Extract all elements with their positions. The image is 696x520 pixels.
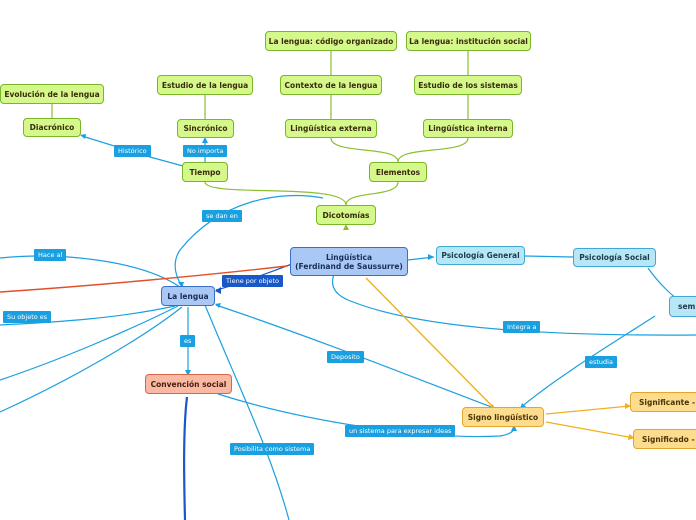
- node-sublabel: (Ferdinand de Saussurre): [295, 261, 403, 271]
- link-signo-significante: [545, 405, 631, 415]
- link-social-semio: [647, 267, 677, 299]
- node-label: Evolución de la lengua: [4, 89, 100, 99]
- label-sistema-ideas[interactable]: un sistema para expresar ideas: [345, 425, 456, 437]
- node-significado[interactable]: Significado - c: [633, 429, 696, 449]
- node-tiempo[interactable]: Tiempo: [182, 162, 228, 182]
- label-posibilita[interactable]: Posibilita como sistema: [230, 443, 315, 455]
- node-linguistica-interna[interactable]: Lingüística interna: [423, 119, 513, 138]
- link-posibilita: [204, 304, 290, 520]
- arrowhead: [215, 303, 221, 308]
- arrowhead: [511, 425, 517, 431]
- label-tiene-por-objeto[interactable]: Tiene por objeto: [222, 275, 284, 287]
- link-red: [0, 265, 288, 293]
- node-label: Dicotomías: [322, 210, 370, 220]
- node-estudio-sistemas[interactable]: Estudio de los sistemas: [414, 75, 522, 95]
- node-label: Contexto de la lengua: [284, 80, 378, 90]
- arrowhead: [343, 224, 349, 230]
- link-hace-al: [0, 255, 181, 288]
- node-label: La lengua: código organizado: [268, 36, 394, 46]
- link-deposito: [215, 304, 495, 409]
- node-label: La lengua: [167, 291, 209, 301]
- node-label: Sincrónico: [183, 124, 228, 133]
- node-linguistica[interactable]: Lingüística (Ferdinand de Saussurre): [290, 247, 408, 276]
- node-lengua-institucion[interactable]: La lengua: institución social: [406, 31, 531, 51]
- node-label: Elementos: [375, 167, 421, 177]
- node-significante[interactable]: Significante - f: [630, 392, 696, 412]
- node-convencion-social[interactable]: Convención social: [145, 374, 232, 394]
- node-label: La lengua: institución social: [409, 36, 528, 46]
- link-tiempo-diacronico: [81, 135, 184, 167]
- node-estudio-lengua[interactable]: Estudio de la lengua: [157, 75, 253, 95]
- link-dicotomias-lalengua: [174, 195, 324, 288]
- node-elementos[interactable]: Elementos: [369, 162, 427, 182]
- arrowhead: [202, 137, 208, 143]
- arrowhead: [215, 287, 221, 294]
- node-sincronico[interactable]: Sincrónico: [177, 119, 234, 138]
- link-interna-elementos: [397, 137, 469, 163]
- node-label: Psicología Social: [579, 253, 650, 262]
- node-label: Diacrónico: [29, 123, 75, 132]
- link-elementos-dicotomias: [345, 181, 399, 206]
- link-convencion-down: [183, 396, 189, 520]
- node-signo-linguistico[interactable]: Signo lingüístico: [462, 407, 544, 427]
- link-externa-elementos: [330, 137, 399, 163]
- node-dicotomias[interactable]: Dicotomías: [316, 205, 376, 225]
- node-label: Convención social: [150, 379, 227, 389]
- label-su-objeto-es[interactable]: Su objeto es: [3, 311, 52, 323]
- label-es[interactable]: es: [180, 335, 196, 347]
- node-label: Estudio de los sistemas: [418, 80, 518, 90]
- node-label: Estudio de la lengua: [161, 80, 249, 90]
- label-hace-al[interactable]: Hace al: [34, 249, 67, 261]
- link-su-objeto: [0, 305, 176, 326]
- link-linguistica-signo: [365, 277, 495, 409]
- arrowhead: [80, 134, 86, 139]
- label-integra-a[interactable]: Integra a: [503, 321, 541, 333]
- arrowhead: [428, 254, 434, 260]
- link-left-b: [0, 306, 183, 413]
- label-estudia[interactable]: estudia: [585, 356, 617, 368]
- label-deposito[interactable]: Deposito: [327, 351, 364, 363]
- node-lengua-codigo[interactable]: La lengua: código organizado: [265, 31, 397, 51]
- node-label: semi: [678, 302, 696, 311]
- link-psico-general-social: [524, 255, 574, 258]
- node-label: Significado - c: [642, 434, 696, 444]
- node-psicologia-general[interactable]: Psicología General: [436, 246, 525, 265]
- arrowhead: [185, 370, 191, 376]
- node-evolucion[interactable]: Evolución de la lengua: [0, 84, 104, 104]
- node-label: Significante - f: [639, 397, 696, 407]
- node-psicologia-social[interactable]: Psicología Social: [573, 248, 656, 267]
- node-diacronico[interactable]: Diacrónico: [23, 118, 81, 137]
- node-la-lengua[interactable]: La lengua: [161, 286, 215, 306]
- link-signo-significado: [545, 421, 635, 439]
- node-semiologia[interactable]: semi: [669, 296, 696, 317]
- node-contexto[interactable]: Contexto de la lengua: [280, 75, 382, 95]
- node-label: Lingüística interna: [428, 124, 508, 133]
- node-label: Lingüística externa: [290, 124, 372, 133]
- label-no-importa[interactable]: No importa: [183, 145, 228, 157]
- node-linguistica-externa[interactable]: Lingüística externa: [285, 119, 377, 138]
- node-label: Lingüística: [325, 252, 373, 262]
- label-historico[interactable]: Histórico: [114, 145, 151, 157]
- link-left-a: [0, 305, 179, 381]
- node-label: Tiempo: [189, 167, 221, 177]
- arrowhead: [625, 403, 631, 409]
- node-label: Psicología General: [441, 251, 520, 260]
- node-label: Signo lingüístico: [467, 412, 539, 422]
- link-integra: [331, 273, 696, 336]
- link-tiempo-dicotomias: [204, 181, 347, 206]
- label-se-dan-en[interactable]: se dan en: [202, 210, 242, 222]
